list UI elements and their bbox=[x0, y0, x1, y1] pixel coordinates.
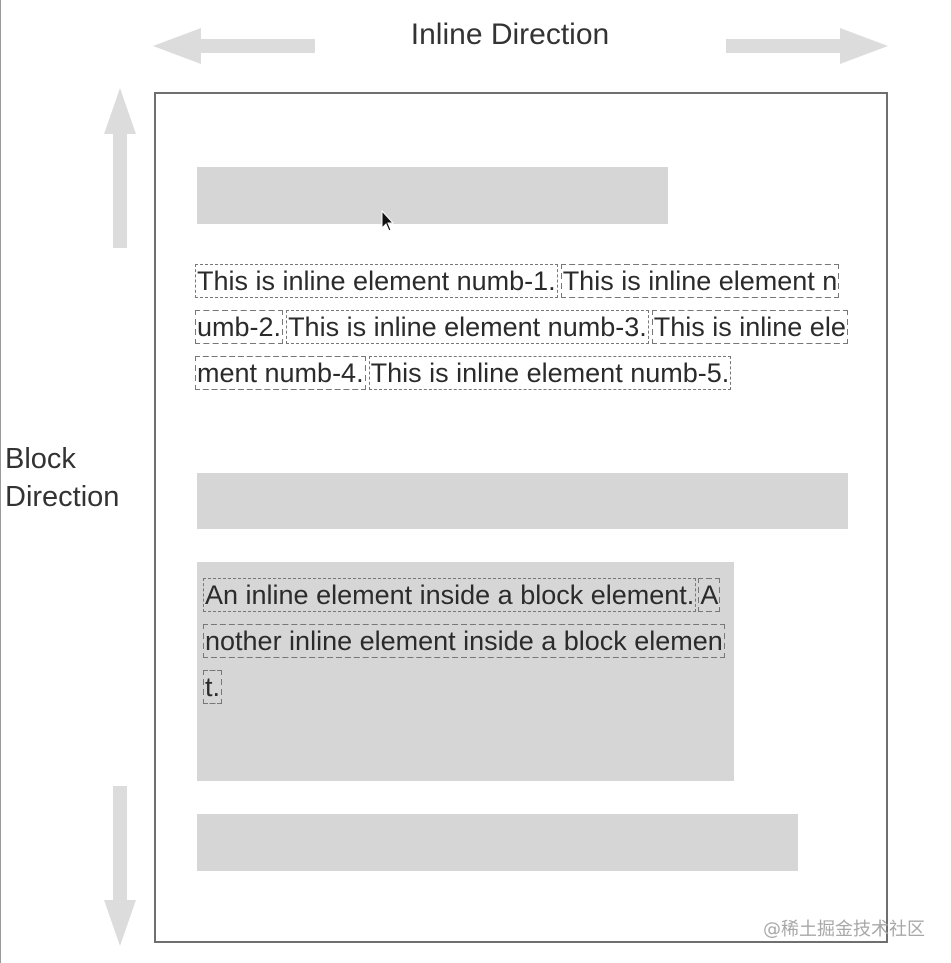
left-edge-rule bbox=[0, 0, 1, 963]
inline-element-3: This is inline element numb-3. bbox=[286, 310, 649, 344]
arrow-down-icon bbox=[104, 786, 136, 946]
watermark: @稀土掘金技术社区 bbox=[763, 919, 925, 940]
arrow-right-icon bbox=[726, 28, 888, 64]
block-direction-label: Block Direction bbox=[5, 440, 119, 516]
arrow-up-icon bbox=[104, 88, 136, 248]
inline-element-2: This is inline element numb-2. bbox=[194, 264, 840, 344]
inline-element-1: This is inline element numb-1. bbox=[195, 264, 558, 298]
inline-elements-paragraph: This is inline element numb-1. This is i… bbox=[194, 258, 849, 396]
block-inline-element-1: An inline element inside a block element… bbox=[202, 578, 697, 612]
inline-element-4: This is inline element numb-4. bbox=[195, 310, 848, 390]
inline-element-5: This is inline element numb-5. bbox=[368, 356, 732, 390]
block-element-4 bbox=[197, 814, 798, 871]
block-inline-element-2: Another inline element inside a block el… bbox=[203, 578, 725, 704]
mouse-pointer-icon bbox=[381, 210, 395, 232]
block-element-2 bbox=[197, 473, 848, 529]
arrow-left-icon bbox=[153, 28, 315, 64]
block-element-3: An inline element inside a block element… bbox=[197, 562, 734, 781]
block-direction-label-line2: Direction bbox=[5, 481, 120, 513]
block-direction-label-line1: Block bbox=[5, 443, 76, 475]
block-element-1 bbox=[197, 167, 668, 224]
inline-direction-label: Inline Direction bbox=[410, 18, 610, 51]
block-inline-paragraph: An inline element inside a block element… bbox=[202, 572, 728, 710]
